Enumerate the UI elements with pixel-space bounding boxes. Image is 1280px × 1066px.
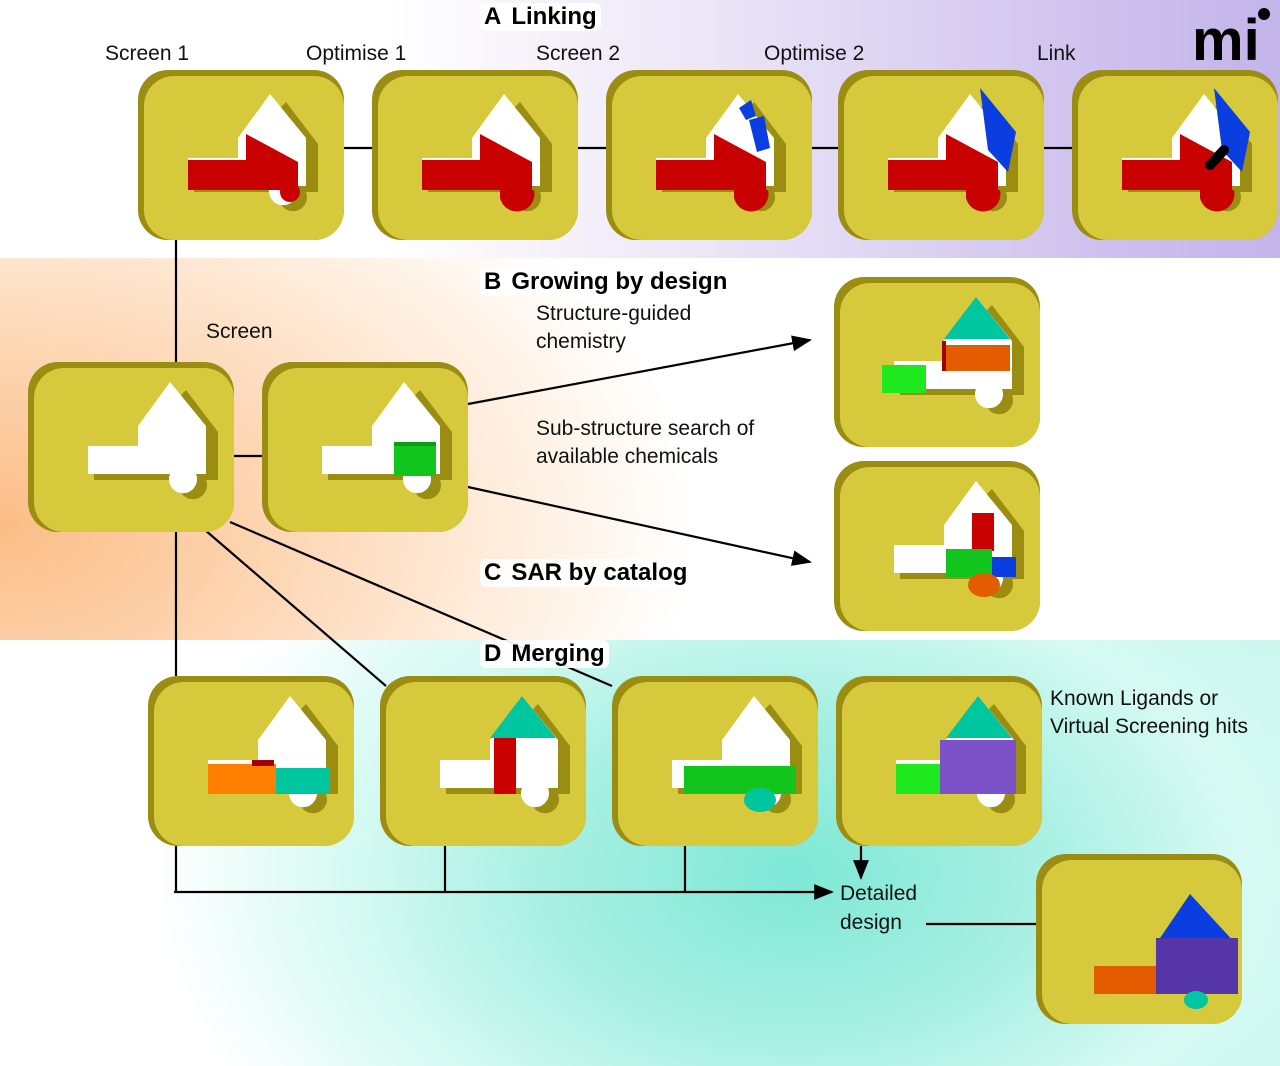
green-fragment: [896, 764, 940, 794]
growing-note-line1: Structure-guided: [536, 302, 692, 325]
merging-tile-4: [836, 676, 1042, 846]
green-fragment: [946, 549, 992, 577]
orange-fragment-side: [942, 341, 946, 371]
section-b-letter: B: [484, 268, 502, 295]
red-fragment: [1122, 134, 1235, 212]
linking-tile-5: [1072, 70, 1278, 240]
section-d-letter: D: [484, 640, 502, 667]
arrow-sar-by-catalog: [467, 485, 812, 566]
section-b-heading: B Growing by design: [480, 268, 732, 296]
orange-fragment: [968, 573, 1000, 597]
purple-fragment: [940, 740, 1016, 794]
screen-hit-tile: [28, 362, 234, 532]
red-fragment-body: [422, 134, 532, 190]
growing-result-tile: [834, 277, 1040, 447]
binding-pocket: [88, 382, 218, 500]
merging-tile-1: [148, 676, 354, 846]
teal-fragment: [276, 768, 330, 794]
blue-fragment: [992, 557, 1016, 577]
red-fragment-body: [188, 134, 298, 190]
orange-fragment: [1094, 966, 1156, 994]
section-b-title: Growing by design: [511, 268, 728, 295]
linking-tile-4: [838, 70, 1044, 240]
blue-fragment: [980, 88, 1016, 172]
merging-tile-2: [380, 676, 586, 846]
arrow-growing-by-design: [467, 335, 812, 406]
red-fragment: [972, 513, 994, 551]
grown-hit-tile: [262, 362, 468, 532]
orange-fragment: [208, 764, 276, 794]
red-fragment-body: [888, 134, 998, 190]
section-a-letter: A: [484, 3, 502, 30]
teal-fragment: [490, 696, 556, 738]
teal-fragment: [744, 788, 776, 812]
merging-tile-3: [612, 676, 818, 846]
section-d-heading: D Merging: [480, 640, 609, 668]
section-a-heading: A Linking: [480, 3, 601, 31]
sar-note-line1: Sub-structure search of: [536, 417, 755, 440]
designed-compound-tile: [1036, 854, 1242, 1024]
merging-note-line1: Known Ligands or: [1050, 687, 1219, 710]
pocket-cavity: [88, 382, 206, 494]
section-c-title: SAR by catalog: [511, 559, 688, 586]
teal-fragment: [944, 297, 1010, 339]
sar-note-line2: available chemicals: [536, 445, 719, 468]
step-label-link: Link: [1037, 42, 1076, 65]
green-fragment: [882, 365, 926, 393]
linking-tile-1: [138, 70, 344, 240]
red-fragment-body: [656, 134, 766, 190]
red-fragment: [422, 134, 535, 212]
green-fragment: [394, 446, 436, 476]
teal-fragment: [1184, 991, 1208, 1009]
detailed-design-line2: design: [840, 911, 902, 934]
step-label-screen-2: Screen 2: [536, 42, 621, 65]
screen-label: Screen: [206, 320, 273, 343]
section-c-heading: C SAR by catalog: [480, 559, 692, 587]
logo-text: mi: [1192, 8, 1260, 73]
step-label-optimise-2: Optimise 2: [764, 42, 865, 65]
linker: [1205, 145, 1229, 170]
step-label-optimise-1: Optimise 1: [306, 42, 407, 65]
logo-dot: [1258, 8, 1270, 20]
growing-note-line2: chemistry: [536, 330, 626, 353]
tiles: [28, 70, 1278, 1024]
red-fragment-body: [1122, 134, 1232, 190]
blue-fragment-part: [749, 116, 770, 152]
red-fragment: [656, 134, 769, 212]
blue-fragment: [1156, 894, 1236, 944]
red-fragment-bump: [966, 190, 1001, 212]
red-fragment-bump: [1200, 190, 1235, 212]
connector-to-merging-2: [204, 529, 387, 687]
red-fragment-bump: [734, 190, 769, 212]
mi-logo: mi: [1192, 8, 1270, 73]
red-fragment-bump: [280, 182, 300, 202]
merging-note-line2: Virtual Screening hits: [1050, 715, 1249, 738]
orange-fragment: [946, 345, 1010, 371]
red-fragment-bump: [500, 190, 535, 212]
red-fragment: [252, 760, 274, 766]
green-fragment: [684, 766, 796, 794]
section-d-title: Merging: [511, 640, 605, 667]
step-label-screen-1: Screen 1: [105, 42, 190, 65]
section-c-letter: C: [484, 559, 502, 586]
linking-tile-3: [606, 70, 812, 240]
red-fragment: [188, 134, 300, 202]
purple-fragment: [1156, 938, 1238, 994]
teal-fragment: [946, 696, 1012, 738]
section-a-title: Linking: [511, 3, 597, 30]
red-fragment: [888, 134, 1001, 212]
blue-fragment-part: [739, 100, 756, 120]
red-fragment: [494, 738, 516, 794]
detailed-design-line1: Detailed: [840, 882, 918, 905]
green-fragment-top: [394, 442, 436, 446]
sar-result-tile: [834, 461, 1040, 631]
linking-tile-2: [372, 70, 578, 240]
